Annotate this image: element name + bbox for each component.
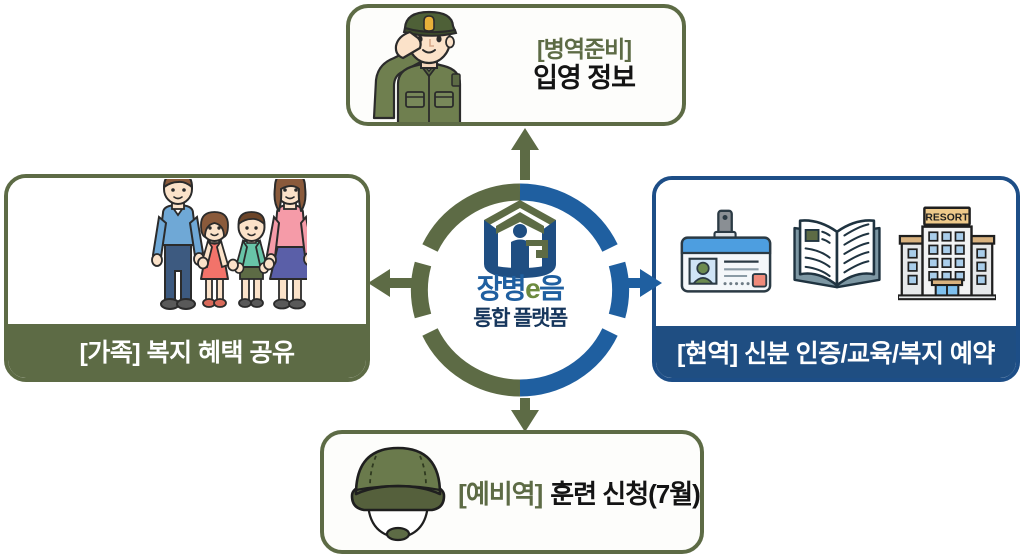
arrow-left-to-family [366, 256, 414, 310]
id-card-icon [676, 207, 776, 299]
enlistment-title: 입영 정보 [533, 62, 636, 93]
center-hub[interactable]: 장병e음 통합 플랫폼 [406, 178, 634, 402]
card-enlistment-text: [병역준비] 입영 정보 [486, 36, 682, 95]
hub-ring [410, 183, 630, 397]
combat-helmet-icon [338, 438, 458, 546]
arrow-right-to-active-duty [624, 256, 664, 310]
reserve-title: 훈련 신청(7월) [550, 478, 700, 509]
brand-line-2: 통합 플랫폼 [473, 306, 568, 330]
family-welfare-label: [가족] 복지 혜택 공유 [8, 324, 366, 378]
arrow-up-to-enlistment [494, 126, 556, 180]
card-family-welfare[interactable]: [가족] 복지 혜택 공유 [4, 174, 370, 382]
enlistment-tag: [병역준비] [537, 35, 632, 62]
open-book-icon [789, 213, 885, 293]
card-active-duty-services[interactable]: RESORT [652, 176, 1020, 382]
brand-post: 음 [539, 273, 565, 304]
family-of-four-icon [67, 178, 315, 324]
brand-line-1: 장병e음 [406, 273, 634, 305]
card-enlistment-info[interactable]: [병역준비] 입영 정보 [346, 4, 686, 126]
cube-emblem-icon [484, 200, 556, 278]
resort-sign-text: RESORT [925, 212, 969, 223]
saluting-soldier-icon [356, 8, 486, 122]
card-reserve-text: [예비역] 훈련 신청(7월) [458, 474, 700, 511]
resort-building-icon: RESORT [897, 204, 996, 302]
reserve-tag: [예비역] [458, 478, 543, 509]
hub-brand-text: 장병e음 통합 플랫폼 [406, 273, 634, 330]
card-reserve-training[interactable]: [예비역] 훈련 신청(7월) [320, 430, 704, 554]
active-duty-icons-area: RESORT [656, 180, 1016, 326]
family-illustration-area [8, 178, 366, 324]
brand-pre: 장병 [476, 273, 527, 304]
active-duty-label: [현역] 신분 인증/교육/복지 예약 [656, 326, 1016, 378]
brand-accent-e: e [525, 273, 541, 304]
arrow-down-to-reserve [494, 398, 556, 434]
